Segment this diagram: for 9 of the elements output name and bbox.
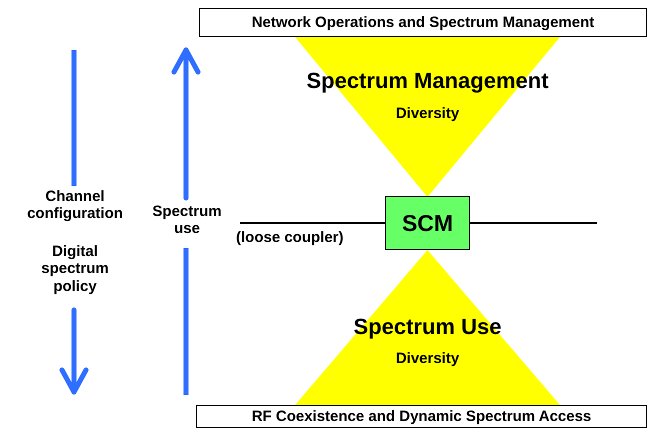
title-box: RF Coexistence and Dynamic Spectrum Access xyxy=(196,405,647,428)
side-label: Digital spectrum policy xyxy=(40,243,110,295)
title-box: Network Operations and Spectrum Management xyxy=(199,8,647,37)
layer-subheading: Diversity xyxy=(394,350,460,368)
scm-box: SCM xyxy=(385,196,470,250)
side-label: Channel configuration xyxy=(26,188,124,222)
layer-subheading: Diversity xyxy=(394,105,460,122)
side-label: Spectrum use xyxy=(151,203,223,238)
line-label: (loose coupler) xyxy=(236,229,345,246)
